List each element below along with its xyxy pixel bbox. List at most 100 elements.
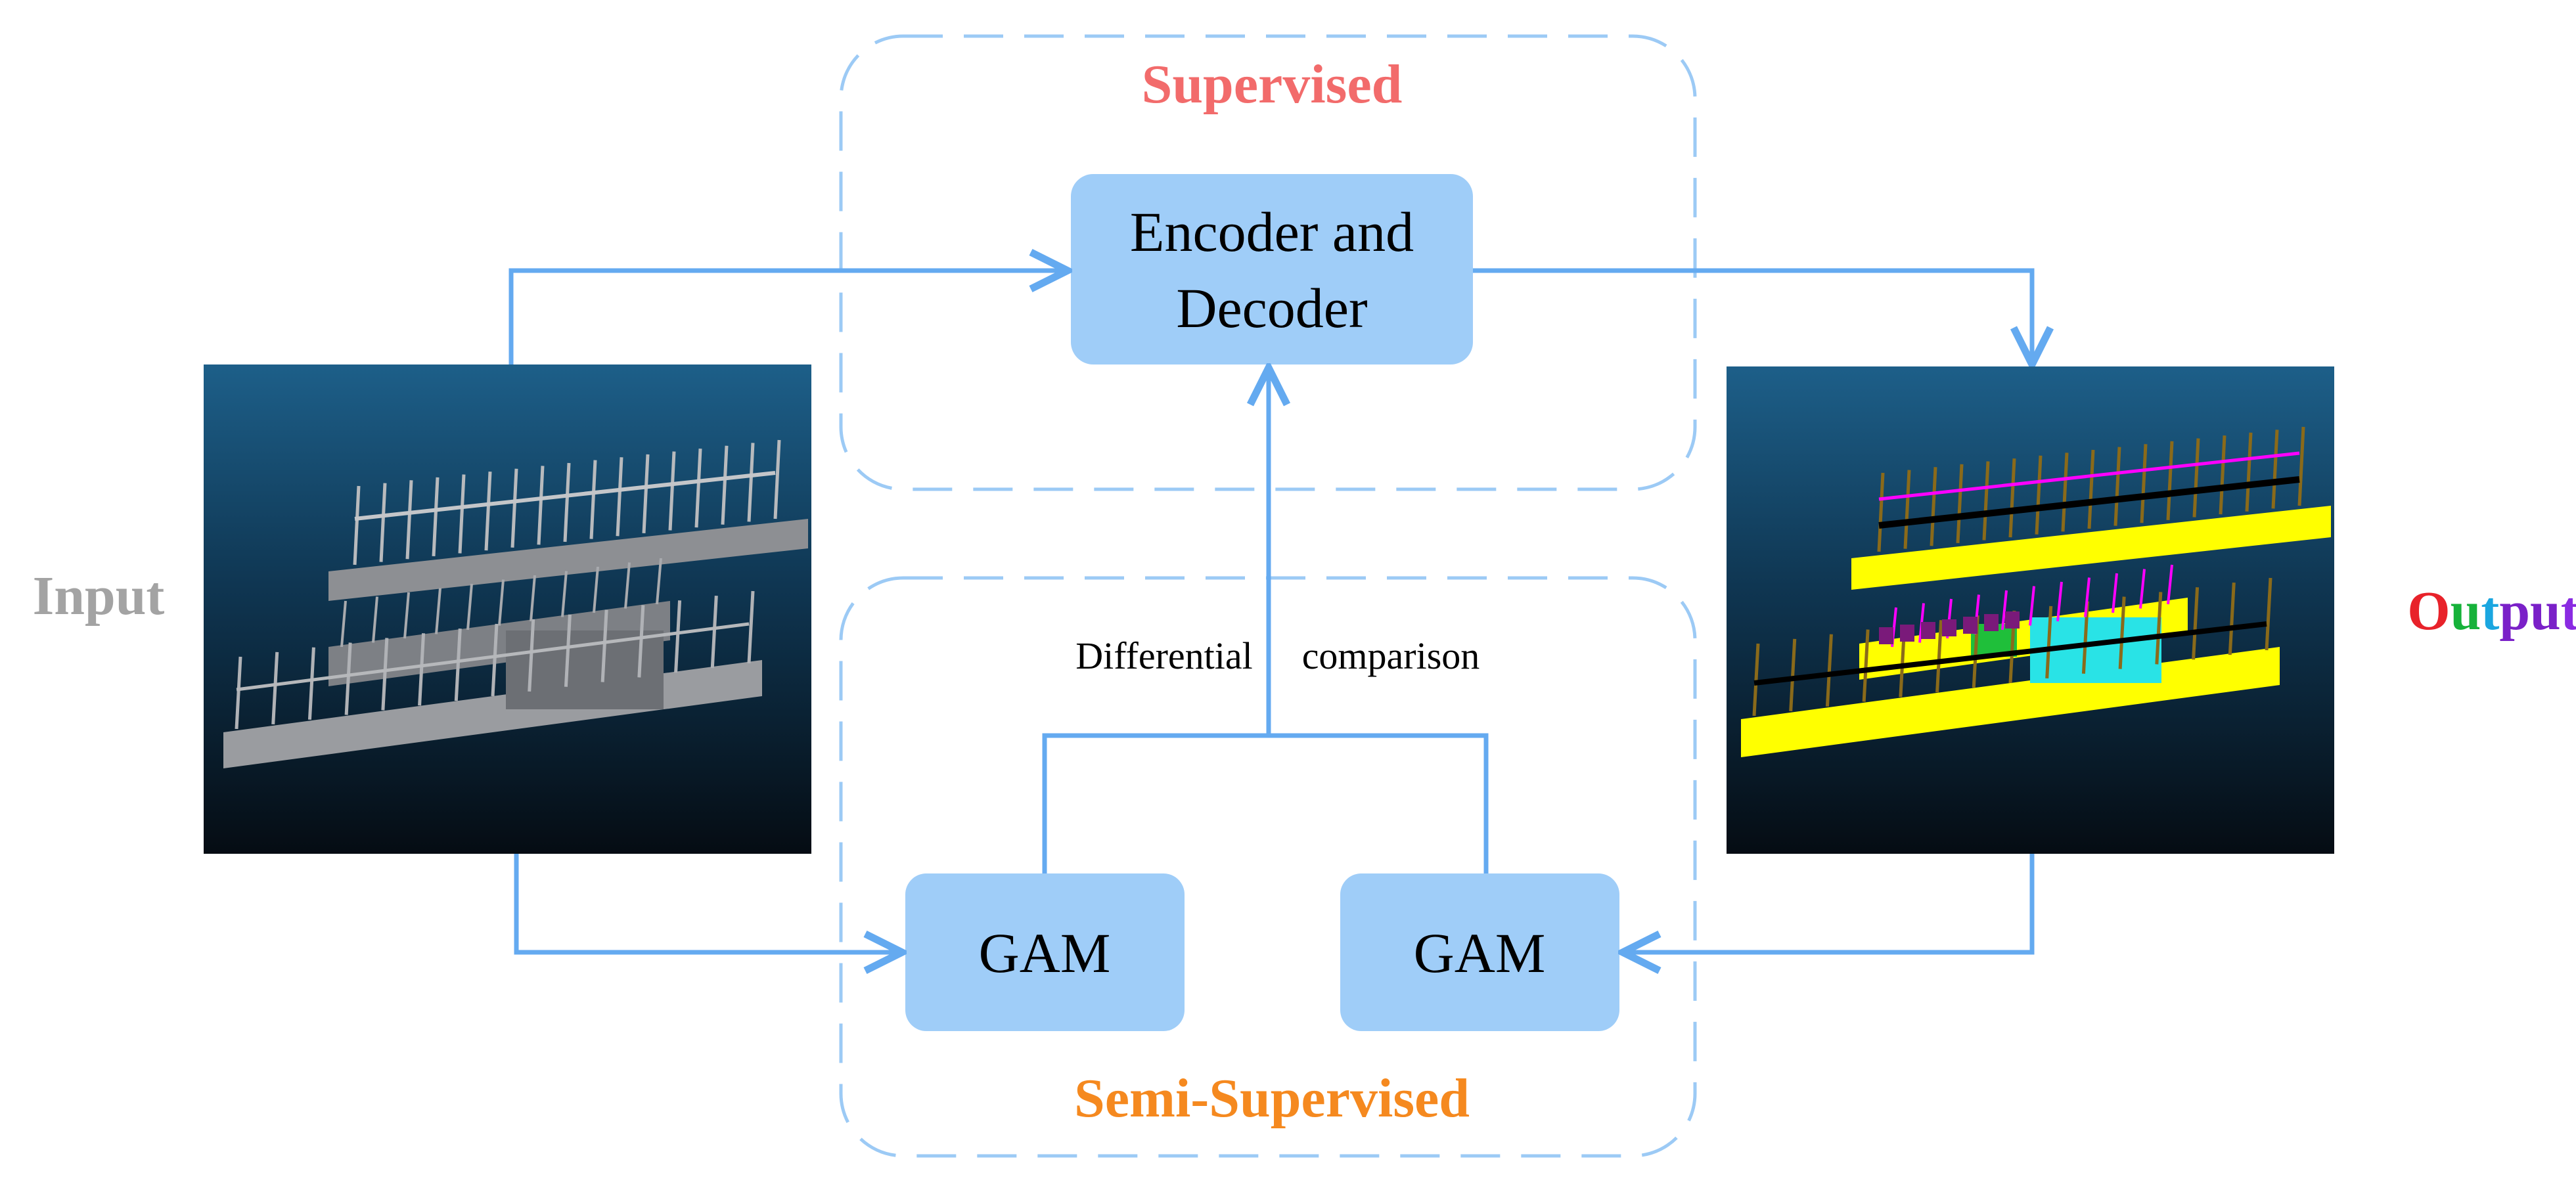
output-equipment-unit	[2005, 611, 2020, 629]
gam-right-label: GAM	[1414, 921, 1546, 984]
input-middle-pole	[656, 558, 662, 605]
input-upper-pole	[773, 439, 781, 519]
output-middle-pole	[2029, 586, 2035, 626]
input-lower-beam	[236, 622, 750, 692]
input-lower-pole	[600, 609, 608, 682]
input-point-cloud-image	[204, 364, 811, 854]
input-middle-pole	[561, 571, 568, 617]
input-lower-pole	[235, 656, 242, 730]
output-equipment-unit	[1921, 622, 1935, 639]
gam-node-left: GAM	[905, 873, 1185, 1031]
input-lower-pole	[528, 619, 535, 692]
gam-left-label: GAM	[979, 921, 1111, 984]
input-upper-pole	[432, 477, 440, 556]
output-equipment-unit	[1942, 619, 1956, 636]
output-equipment-unit	[1879, 627, 1893, 644]
output-upper-pole	[2113, 447, 2121, 526]
output-upper-pole	[2008, 458, 2016, 538]
output-scene-drawing	[1741, 426, 2331, 757]
input-upper-pole	[458, 474, 466, 554]
arrow-input-to-encoder	[508, 271, 1063, 364]
arrow-output-to-gam	[1627, 854, 2035, 952]
input-upper-pole	[694, 449, 702, 528]
encoder-decoder-node: Encoder and Decoder	[1071, 174, 1473, 364]
output-upper-pole	[1956, 464, 1964, 543]
input-lower-pole	[418, 633, 426, 706]
input-middle-pole	[466, 583, 473, 630]
output-letter: O	[2407, 581, 2450, 642]
gam-node-right: GAM	[1340, 873, 1619, 1031]
input-upper-pole	[563, 462, 571, 542]
output-upper-beam	[1878, 451, 2300, 501]
input-lower-pole	[674, 600, 682, 673]
output-upper-pole	[2166, 441, 2174, 520]
input-lower-pole	[307, 647, 315, 720]
input-label: Input	[33, 565, 165, 627]
input-middle-pole	[530, 575, 536, 622]
comparison-label: comparison	[1302, 634, 1480, 677]
output-letter: u	[2530, 581, 2561, 642]
input-lower-pole	[564, 614, 572, 687]
output-upper-pole	[2061, 453, 2069, 532]
semi-supervised-title: Semi-Supervised	[1074, 1068, 1470, 1129]
gam-comparison-connector	[1042, 733, 1489, 873]
output-letter: u	[2451, 581, 2481, 642]
output-letter: t	[2561, 581, 2576, 642]
output-upper-pole	[1930, 467, 1937, 546]
input-upper-pole	[537, 466, 545, 545]
output-equipment-unit	[1984, 614, 1999, 631]
output-upper-platform	[1851, 506, 2331, 590]
output-label: Output	[2407, 581, 2576, 642]
output-segmentation-image	[1727, 366, 2334, 854]
input-upper-pole	[747, 443, 755, 522]
output-upper-pole	[2140, 444, 2148, 523]
output-middle-pole	[2112, 573, 2118, 613]
output-lower-black-beam	[1753, 621, 2267, 686]
output-upper-pole	[2297, 426, 2305, 506]
output-upper-pole	[2219, 435, 2226, 515]
input-lower-pole	[491, 623, 499, 697]
input-upper-pole	[721, 445, 729, 525]
output-upper-pole	[2245, 432, 2253, 512]
output-upper-pole	[1877, 472, 1885, 552]
output-middle-pole	[2167, 564, 2173, 605]
output-lower-pole	[1862, 629, 1870, 702]
input-middle-pole	[593, 566, 599, 613]
output-middle-pole	[2084, 577, 2090, 617]
input-lower-pole	[454, 629, 462, 701]
input-middle-pole	[624, 562, 631, 609]
output-upper-pole	[1982, 461, 1990, 541]
output-lower-pole	[2155, 592, 2163, 665]
output-upper-black-beam	[1878, 476, 2300, 529]
output-middle-pole	[2056, 581, 2063, 622]
output-equipment-unit	[1963, 617, 1977, 634]
input-middle-pole	[372, 596, 378, 643]
input-upper-pole	[405, 480, 413, 560]
output-lower-pole	[2045, 606, 2053, 678]
output-upper-pole	[2192, 438, 2200, 518]
input-lower-pole	[381, 638, 389, 711]
output-upper-pole	[1903, 470, 1911, 549]
encoder-decoder-label-line1: Encoder and	[1130, 200, 1414, 263]
input-upper-pole	[484, 472, 492, 551]
input-middle-pole	[498, 579, 505, 626]
differential-label: Differential	[1075, 634, 1252, 677]
input-lower-pole	[344, 642, 352, 715]
input-middle-pole	[403, 592, 410, 639]
input-middle-platform	[328, 601, 670, 686]
output-lower-pole	[1825, 634, 1833, 707]
supervised-group	[839, 34, 1697, 491]
connectors	[508, 271, 2035, 952]
output-upper-pole	[2087, 449, 2095, 529]
output-letter: t	[2481, 581, 2499, 642]
input-lower-pole	[710, 596, 718, 669]
output-lower-pole	[1935, 620, 1943, 693]
input-middle-pole	[435, 588, 441, 634]
output-lower-pole	[1789, 638, 1797, 711]
output-lower-pole	[2118, 596, 2126, 669]
arrow-input-to-gam	[514, 854, 897, 952]
output-lower-pole	[2265, 577, 2272, 651]
input-upper-pole	[510, 468, 518, 548]
input-upper-beam	[354, 471, 776, 521]
